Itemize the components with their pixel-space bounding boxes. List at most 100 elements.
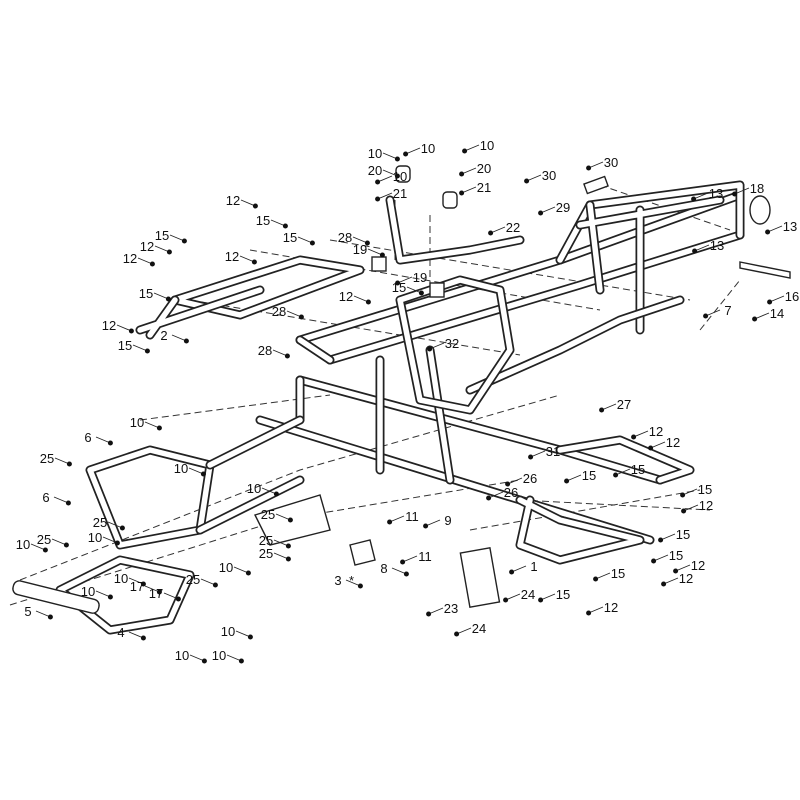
clamp-21b	[442, 191, 458, 209]
fastener	[375, 179, 381, 185]
fastener	[379, 252, 385, 258]
callout-number: 15	[256, 213, 270, 228]
callout-number: 13	[709, 186, 723, 201]
callout-number: 12	[666, 435, 680, 450]
callout-number: 15	[392, 280, 406, 295]
callout-number: 10	[81, 584, 95, 599]
hitch-plate-16	[739, 261, 791, 279]
callout-number: 12	[123, 251, 137, 266]
leader-line	[128, 631, 144, 639]
frame-tubes	[55, 180, 745, 635]
frame-tube-highlight	[87, 447, 213, 548]
callout-number: 18	[750, 181, 764, 196]
frame-tube-highlight	[467, 297, 683, 393]
fastener	[681, 508, 687, 514]
callout-number: 12	[604, 600, 618, 615]
fastener	[767, 299, 773, 305]
leader-line	[683, 504, 699, 512]
callout-number: 12	[699, 498, 713, 513]
leader-line	[116, 324, 132, 332]
fastener	[462, 148, 468, 154]
callout-number: 32	[445, 336, 459, 351]
leader-line	[275, 513, 291, 521]
fastener	[427, 346, 433, 352]
axle-tube-5	[12, 580, 100, 614]
callout-number: 25	[40, 451, 54, 466]
fastener	[175, 596, 181, 602]
callout-number: 15	[669, 548, 683, 563]
callout-number: 20	[368, 163, 382, 178]
leader-line	[377, 192, 393, 200]
leader-line	[754, 312, 770, 320]
frame-tube-highlight	[557, 182, 743, 263]
leader-line	[734, 187, 750, 195]
leader-line	[405, 147, 421, 155]
fastener	[509, 569, 515, 575]
callout-number: 15	[155, 228, 169, 243]
callout-number: 26	[523, 471, 537, 486]
callout-number: 10	[480, 138, 494, 153]
leader-line	[540, 206, 556, 214]
fastener	[140, 581, 146, 587]
callout-number: 14	[770, 306, 784, 321]
callout-number: 29	[556, 200, 570, 215]
fastener	[149, 261, 155, 267]
fastener	[586, 610, 592, 616]
leader-line	[144, 585, 160, 593]
callout-number: 10	[16, 537, 30, 552]
fastener	[166, 249, 172, 255]
callout-number: 12	[140, 239, 154, 254]
callout-number: 12	[679, 571, 693, 586]
fastener	[732, 191, 738, 197]
fastener	[692, 248, 698, 254]
leader-line	[406, 286, 422, 294]
leader-line	[163, 592, 179, 600]
callout-number: 12	[339, 289, 353, 304]
leader-line	[233, 566, 249, 574]
leader-line	[382, 169, 398, 177]
callout-number: 25	[259, 533, 273, 548]
leader-line	[382, 152, 398, 160]
leader-line	[490, 226, 506, 234]
callout-number: 10	[212, 648, 226, 663]
callout-number: 6	[84, 430, 91, 445]
leader-line	[391, 567, 407, 575]
fastener	[488, 230, 494, 236]
fastener	[403, 571, 409, 577]
leader-line	[35, 610, 51, 618]
fastener	[613, 472, 619, 478]
leader-line	[530, 450, 546, 458]
callout-number: 15	[611, 566, 625, 581]
leader-line	[189, 654, 205, 662]
fastener	[651, 558, 657, 564]
leader-line	[297, 236, 313, 244]
frame-tube-highlight	[297, 347, 453, 483]
frame-tube-highlight	[172, 257, 363, 318]
callout-number: 12	[649, 424, 663, 439]
fastener	[395, 280, 401, 286]
leader-line	[169, 234, 185, 242]
leader-line	[377, 175, 393, 183]
fastener	[156, 589, 162, 595]
leader-line	[461, 186, 477, 194]
leader-line	[588, 606, 604, 614]
fastener	[119, 525, 125, 531]
leader-line	[30, 543, 46, 551]
leader-line	[653, 554, 669, 562]
callout-number: 15	[631, 462, 645, 477]
fastener	[309, 240, 315, 246]
leader-line	[769, 295, 785, 303]
leader-line	[566, 474, 582, 482]
fastener	[364, 240, 370, 246]
callout-number: 3	[334, 573, 341, 588]
leader-line	[615, 468, 631, 476]
fastener	[245, 570, 251, 576]
fastener	[387, 519, 393, 525]
fastener	[201, 658, 207, 664]
fastener	[42, 547, 48, 553]
fastener	[212, 582, 218, 588]
leader-line	[153, 292, 169, 300]
leader-line	[633, 430, 649, 438]
bushing-19b	[429, 282, 445, 298]
fastener	[128, 328, 134, 334]
